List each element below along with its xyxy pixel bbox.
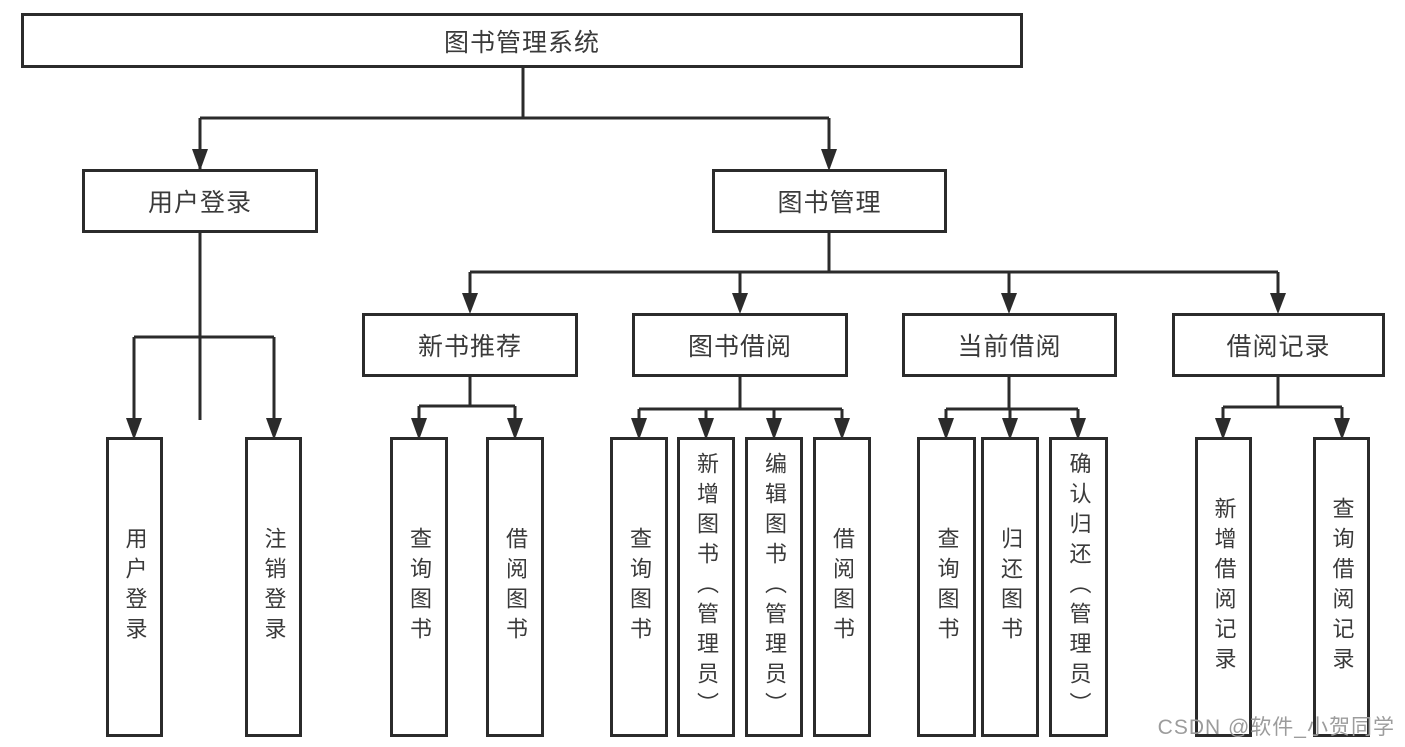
node-current-borrow: 当前借阅: [902, 313, 1117, 377]
node-book-management: 图书管理: [712, 169, 947, 233]
node-user-login-label: 用户登录: [147, 189, 252, 217]
leaf-query-book-current-label: 查询图书: [934, 527, 960, 647]
leaf-return-book: 归还图书: [981, 437, 1039, 737]
node-user-login: 用户登录: [82, 169, 318, 233]
leaf-edit-book-admin-label: 编辑图书（管理员）: [762, 452, 787, 722]
node-book-borrow-label: 图书借阅: [687, 333, 792, 361]
leaf-borrow-book-recommend-label: 借阅图书: [503, 527, 528, 647]
node-root-label: 图书管理系统: [443, 28, 600, 57]
leaf-confirm-return-admin: 确认归还（管理员）: [1049, 437, 1108, 737]
leaf-add-borrow-record: 新增借阅记录: [1195, 437, 1252, 737]
leaf-borrow-book-label: 借阅图书: [830, 527, 855, 647]
watermark: CSDN @软件_小贺同学: [1157, 716, 1395, 739]
leaf-user-login: 用户登录: [106, 437, 163, 737]
leaf-edit-book-admin: 编辑图书（管理员）: [745, 437, 803, 737]
node-borrow-records-label: 借阅记录: [1226, 333, 1331, 361]
leaf-query-borrow-record-label: 查询借阅记录: [1329, 497, 1355, 677]
leaf-confirm-return-admin-label: 确认归还（管理员）: [1066, 452, 1092, 722]
node-root-system: 图书管理系统: [21, 13, 1023, 68]
node-book-borrow: 图书借阅: [632, 313, 848, 377]
leaf-query-book-current: 查询图书: [917, 437, 976, 737]
node-new-book-recommend-label: 新书推荐: [417, 333, 522, 361]
node-new-book-recommend: 新书推荐: [362, 313, 578, 377]
leaf-add-book-admin-label: 新增图书（管理员）: [694, 452, 719, 722]
leaf-return-book-label: 归还图书: [998, 527, 1023, 647]
leaf-query-book-borrow-label: 查询图书: [627, 527, 652, 647]
leaf-query-book-borrow: 查询图书: [610, 437, 668, 737]
node-book-management-label: 图书管理: [777, 189, 882, 217]
node-borrow-records: 借阅记录: [1172, 313, 1385, 377]
leaf-query-book-recommend-label: 查询图书: [407, 527, 432, 647]
leaf-borrow-book-recommend: 借阅图书: [486, 437, 544, 737]
leaf-query-borrow-record: 查询借阅记录: [1313, 437, 1370, 737]
leaf-query-book-recommend: 查询图书: [390, 437, 448, 737]
leaf-add-book-admin: 新增图书（管理员）: [677, 437, 735, 737]
node-current-borrow-label: 当前借阅: [957, 333, 1062, 361]
leaf-user-login-label: 用户登录: [122, 527, 148, 647]
leaf-add-borrow-record-label: 新增借阅记录: [1211, 497, 1237, 677]
leaf-logout-login: 注销登录: [245, 437, 302, 737]
leaf-logout-login-label: 注销登录: [261, 527, 287, 647]
leaf-borrow-book: 借阅图书: [813, 437, 871, 737]
